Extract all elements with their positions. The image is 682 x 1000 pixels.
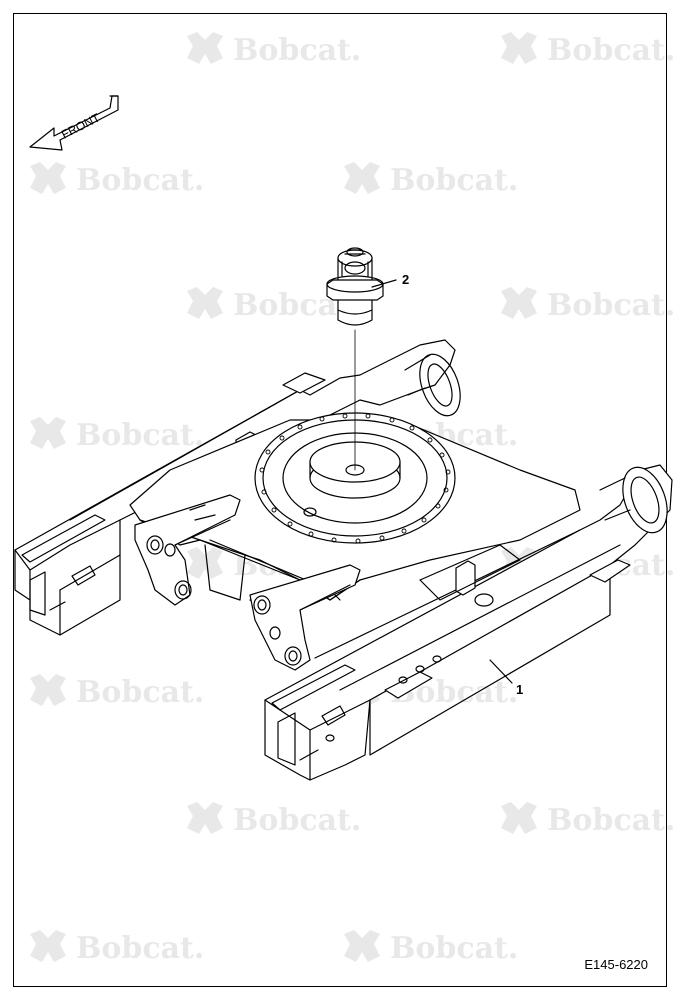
bobcat-logo-icon [183, 30, 227, 74]
watermark: Bobcat. [340, 160, 518, 204]
bobcat-logo-icon [26, 672, 70, 716]
undercarriage-frame [14, 339, 673, 781]
watermark: Bobcat. [26, 672, 204, 716]
front-arrow-icon [29, 95, 119, 151]
watermark: Bobcat. [26, 415, 204, 459]
swivel-joint [326, 247, 384, 471]
bobcat-logo-icon [497, 30, 541, 74]
callout-2: 2 [402, 272, 410, 287]
watermark: Bobcat. [340, 928, 518, 972]
callout-1: 1 [516, 682, 524, 697]
bobcat-logo-icon [497, 800, 541, 844]
bobcat-logo-icon [340, 928, 384, 972]
leader-line-1 [489, 659, 513, 684]
bobcat-logo-icon [183, 800, 227, 844]
watermark: Bobcat. [26, 160, 204, 204]
drawing-reference-number: E145-6220 [584, 957, 648, 972]
bobcat-logo-icon [26, 415, 70, 459]
front-label: FRONT [59, 110, 103, 142]
bobcat-logo-icon [497, 285, 541, 329]
watermark: Bobcat. [183, 30, 361, 74]
watermark: Bobcat. [497, 285, 675, 329]
bobcat-logo-icon [26, 160, 70, 204]
bobcat-logo-icon [183, 285, 227, 329]
leader-line-2 [371, 279, 397, 288]
watermark: Bobcat. [497, 800, 675, 844]
bobcat-logo-icon [183, 545, 227, 589]
watermark: Bobcat. [497, 30, 675, 74]
watermark: Bobcat. [183, 800, 361, 844]
bobcat-logo-icon [26, 928, 70, 972]
watermark: Bobcat. [26, 928, 204, 972]
bobcat-logo-icon [340, 160, 384, 204]
